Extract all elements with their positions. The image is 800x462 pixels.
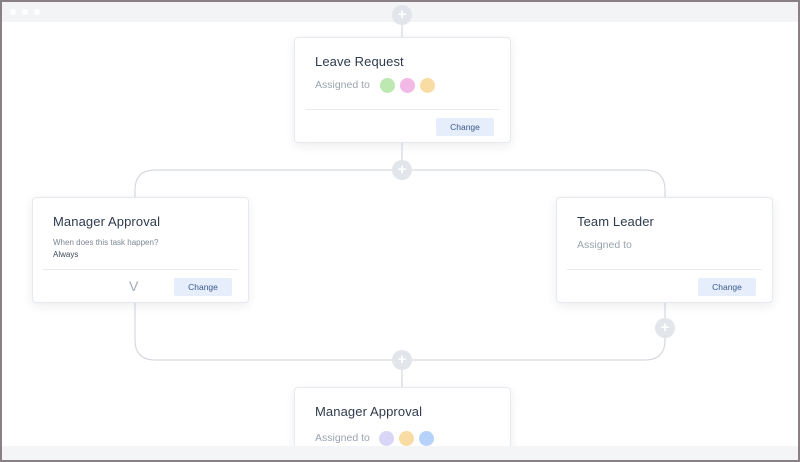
avatar[interactable]	[420, 78, 435, 93]
add-step-button[interactable]: +	[655, 318, 675, 338]
change-button[interactable]: Change	[436, 118, 494, 136]
assigned-to-label: Assigned to	[315, 432, 370, 444]
card-divider	[305, 109, 500, 110]
card-divider	[43, 269, 238, 270]
assigned-to-label: Assigned to	[315, 79, 370, 91]
card-title: Manager Approval	[53, 214, 161, 229]
assigned-to-label: Assigned to	[577, 239, 632, 251]
change-button[interactable]: Change	[698, 278, 756, 296]
card-title: Manager Approval	[315, 404, 423, 419]
leave-request-card[interactable]: Leave Request Assigned to Change	[294, 37, 511, 143]
change-button[interactable]: Change	[174, 278, 232, 296]
chevron-down-icon[interactable]: V	[129, 278, 139, 294]
window-control-dot[interactable]	[34, 9, 40, 15]
task-timing-question: When does this task happen?	[53, 238, 159, 247]
avatar[interactable]	[400, 78, 415, 93]
add-step-button[interactable]: +	[392, 350, 412, 370]
avatar[interactable]	[419, 431, 434, 446]
canvas-bottom-edge	[2, 446, 798, 460]
avatar[interactable]	[379, 431, 394, 446]
avatar[interactable]	[399, 431, 414, 446]
card-title: Team Leader	[577, 214, 654, 229]
card-title: Leave Request	[315, 54, 404, 69]
card-divider	[567, 269, 762, 270]
task-timing-answer: Always	[53, 250, 79, 259]
add-step-button[interactable]: +	[392, 160, 412, 180]
manager-approval-card[interactable]: Manager Approval When does this task hap…	[32, 197, 249, 303]
avatar[interactable]	[380, 78, 395, 93]
window-control-dot[interactable]	[22, 9, 28, 15]
add-step-button[interactable]: +	[392, 5, 412, 25]
window-control-dot[interactable]	[10, 9, 16, 15]
team-leader-card[interactable]: Team Leader Assigned to Change	[556, 197, 773, 303]
